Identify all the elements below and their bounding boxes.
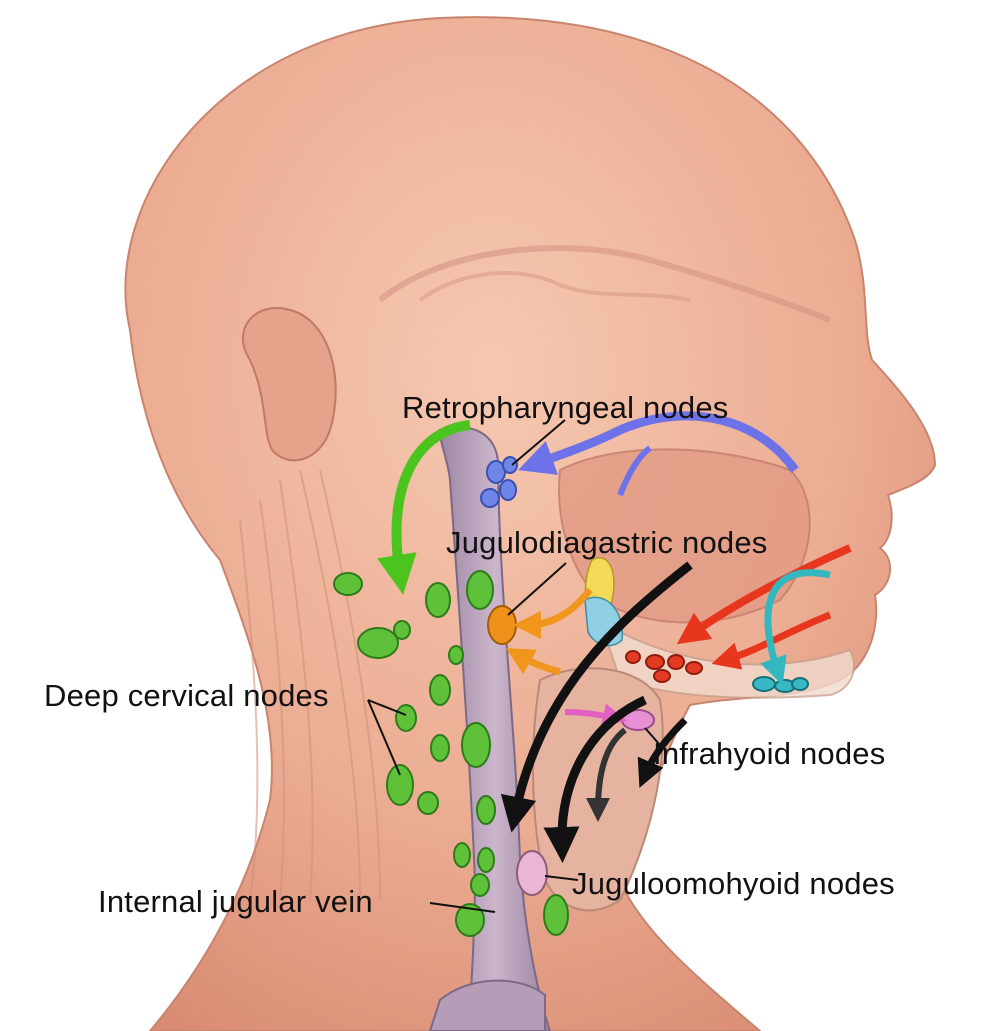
label-deep-cervical-nodes: Deep cervical nodes: [44, 680, 329, 711]
label-retropharyngeal-nodes: Retropharyngeal nodes: [402, 392, 728, 423]
label-infrahyoid-nodes: Infrahyoid nodes: [653, 738, 885, 769]
label-jugulodiagastric-nodes: Jugulodiagastric nodes: [446, 527, 768, 558]
juguloomohyoid-node: [517, 851, 547, 895]
label-internal-jugular-vein: Internal jugular vein: [98, 886, 373, 917]
label-juguloomohyoid-nodes: Juguloomohyoid nodes: [572, 868, 895, 899]
